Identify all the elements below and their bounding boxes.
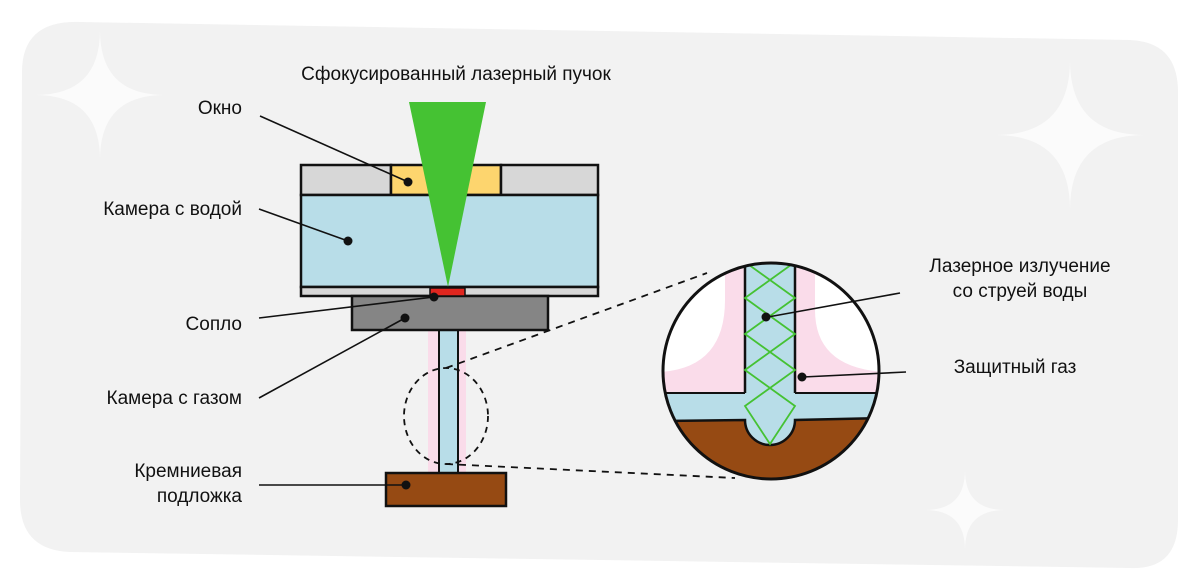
zoom-connector-bottom — [445, 463, 736, 479]
zoom-laser-crosshatch — [743, 263, 797, 446]
leader-lines — [258, 115, 907, 486]
background-sparkles — [35, 30, 1145, 550]
label-water-chamber: Камера с водой — [103, 199, 242, 220]
label-focused-beam: Сфокусированный лазерный пучок — [301, 64, 611, 85]
label-window: Окно — [198, 98, 242, 119]
label-dots — [343, 177, 807, 490]
label-substrate-line2: подложка — [157, 486, 243, 507]
label-nozzle: Сопло — [186, 314, 242, 335]
zoom-inset-border — [661, 261, 881, 481]
label-laser-jet-line2: со струей воды — [953, 281, 1088, 302]
label-shield-gas: Защитный газ — [954, 357, 1077, 378]
nozzle — [429, 287, 466, 297]
label-gas-chamber: Камера с газом — [107, 388, 242, 409]
housing-top-left — [299, 163, 393, 197]
label-substrate-line1: Кремниевая — [134, 461, 242, 482]
zoom-inset — [663, 263, 879, 479]
zoom-gas-region — [663, 263, 745, 395]
housing-top-right — [499, 163, 600, 197]
label-laser-jet-line1: Лазерное излучение — [929, 256, 1110, 277]
silicon-substrate — [384, 471, 508, 508]
nozzle-block — [350, 294, 550, 332]
laser-beam-cone — [409, 102, 486, 287]
